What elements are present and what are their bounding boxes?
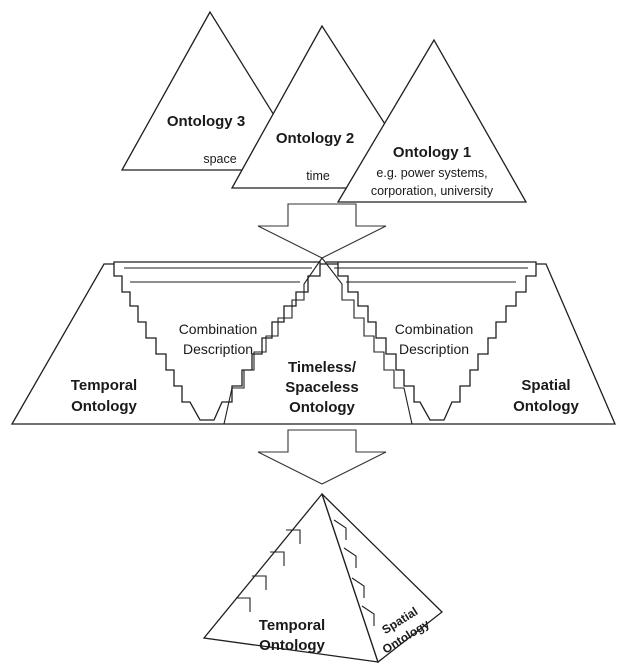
ontology-2-title: Ontology 2 bbox=[276, 130, 354, 147]
combination-right-line1: Combination bbox=[395, 321, 474, 337]
pyramid-panels-left bbox=[236, 529, 301, 612]
ontology-3-title: Ontology 3 bbox=[167, 113, 245, 130]
ontology-1-example-line1: e.g. power systems, bbox=[376, 166, 487, 180]
ontology-3-subtitle: space bbox=[203, 152, 236, 166]
spatial-ontology-line1: Spatial bbox=[521, 377, 570, 394]
temporal-ontology-line2: Ontology bbox=[71, 398, 137, 415]
ontology-1-title: Ontology 1 bbox=[393, 144, 471, 161]
bottom-temporal-line1: Temporal bbox=[259, 617, 325, 634]
timeless-ontology-line2: Spaceless bbox=[285, 379, 358, 396]
temporal-ontology-line1: Temporal bbox=[71, 377, 137, 394]
ontology-3-triangle bbox=[120, 10, 310, 171]
right-combination-tray bbox=[326, 261, 537, 421]
pyramid-panels-right bbox=[333, 519, 375, 626]
left-combination-tray bbox=[113, 261, 321, 421]
combination-left-line1: Combination bbox=[179, 321, 258, 337]
middle-tier: Temporal Ontology Combination Descriptio… bbox=[10, 257, 616, 425]
combination-right-line2: Description bbox=[399, 341, 469, 357]
timeless-peak bbox=[223, 257, 323, 425]
ontology-1-example-line2: corporation, university bbox=[371, 184, 494, 198]
timeless-ontology-line3: Ontology bbox=[289, 399, 355, 416]
timeless-ontology-line1: Timeless/ bbox=[288, 359, 357, 376]
bottom-temporal-line2: Ontology bbox=[259, 637, 325, 654]
ontology-1-triangle bbox=[336, 38, 528, 203]
down-arrow-1 bbox=[257, 203, 387, 259]
down-arrow-2 bbox=[257, 429, 387, 485]
spatial-ontology-line2: Ontology bbox=[513, 398, 579, 415]
pyramid-right-face bbox=[321, 493, 443, 664]
combination-left-line2: Description bbox=[183, 341, 253, 357]
left-tray-inner-edge bbox=[124, 267, 312, 283]
top-tier: Ontology 3 space Ontology 2 time Ontolog… bbox=[120, 10, 528, 203]
ontology-2-subtitle: time bbox=[306, 169, 330, 183]
timeless-peak-right bbox=[321, 257, 413, 425]
bottom-tier: Temporal Ontology Spatial Ontology bbox=[202, 492, 443, 664]
right-tray-inner-edge bbox=[334, 267, 528, 283]
